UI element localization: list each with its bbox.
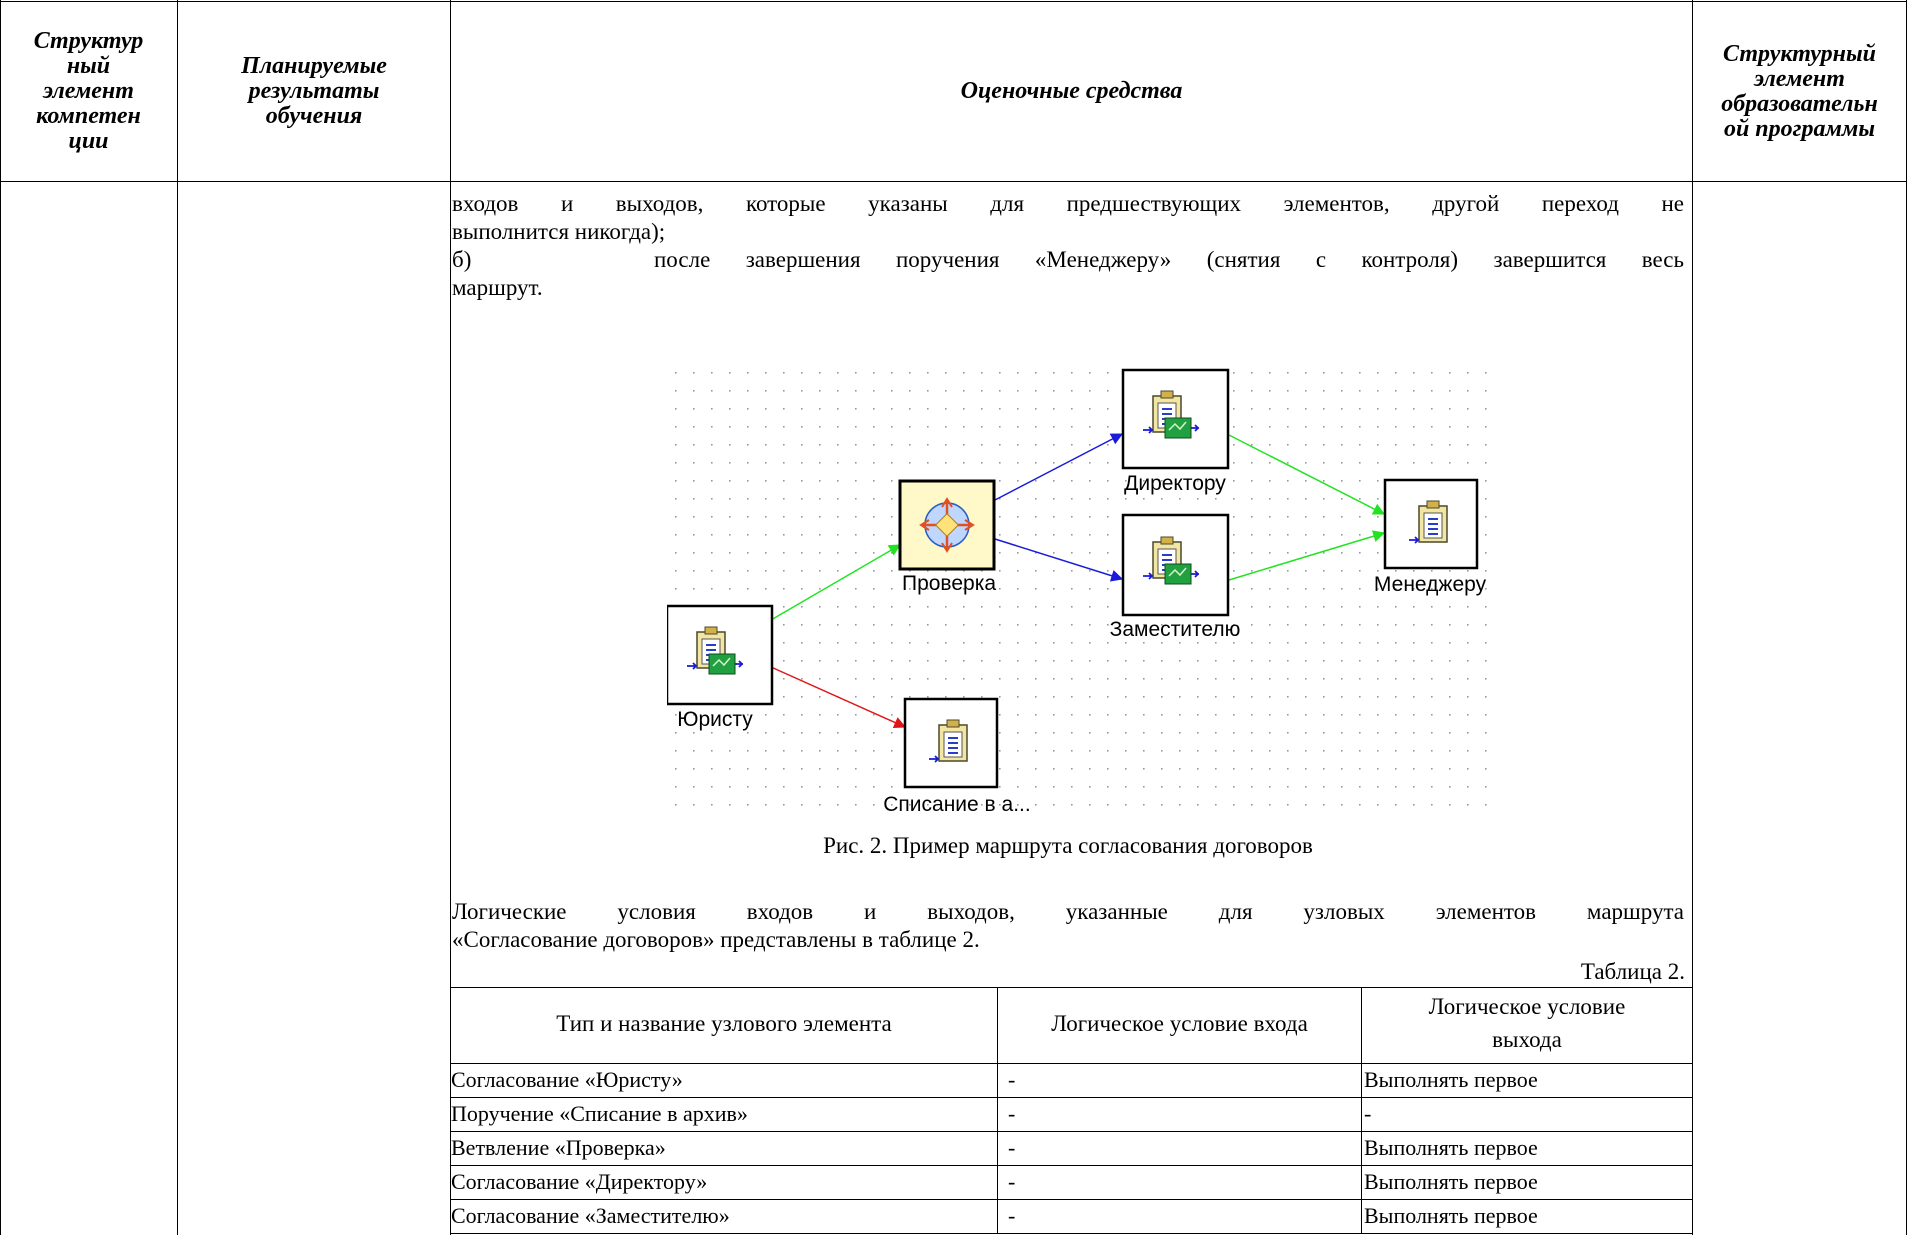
paragraph-item-b: б) после завершения поручения «Менеджеру… — [452, 247, 1684, 300]
node-label-deputy: Заместителю — [1110, 618, 1241, 641]
table-bottom — [450, 1233, 1693, 1234]
border-left — [0, 0, 1, 1235]
border-col3 — [1692, 0, 1693, 1235]
table-cell: Согласование «Заместителю» — [451, 1203, 730, 1228]
table-header-bottom — [450, 1063, 1693, 1064]
header-structural-element-competence: Структур ный элемент компетен ции — [33, 28, 144, 154]
node-deputy[interactable]: Заместителю — [1110, 513, 1241, 641]
table-cell: Выполнять первое — [1364, 1067, 1538, 1092]
header-structural-element-program: Структурный элемент образовательн ой про… — [1721, 40, 1878, 142]
paragraph-inputs-outputs: входов и выходов, которые указаны для пр… — [452, 191, 1684, 244]
node-label-lawyer: Юристу — [677, 708, 753, 731]
node-archive[interactable]: Списание в а... — [883, 697, 1031, 816]
diagram-nodes: Директору Менеджеру Проверка Заместителю… — [667, 364, 1500, 816]
border-col1 — [177, 0, 178, 1235]
paragraph-logical-conditions: Логические условия входов и выходов, ука… — [452, 899, 1684, 952]
table-cell: - — [1008, 1203, 1016, 1228]
table-cell: - — [1008, 1169, 1016, 1194]
table-cell: Поручение «Списание в архив» — [451, 1101, 748, 1126]
header-bottom — [0, 181, 1907, 182]
table-header-node-type: Тип и название узлового элемента — [556, 1011, 892, 1036]
figure-caption: Рис. 2. Пример маршрута согласования дог… — [823, 833, 1313, 858]
edge-check-director — [994, 433, 1124, 501]
edge-director-manager — [1228, 434, 1386, 515]
table-row-line — [450, 1199, 1693, 1200]
table-row-line — [450, 1097, 1693, 1098]
node-director[interactable]: Директору — [1121, 368, 1230, 495]
table-cell: Выполнять первое — [1364, 1135, 1538, 1160]
table-cell: - — [1008, 1135, 1016, 1160]
table-header-output-condition: Логическое условие выхода — [1428, 994, 1626, 1052]
node-label-archive: Списание в а... — [883, 793, 1030, 816]
table-col-divider — [1361, 987, 1362, 1233]
node-label-director: Директору — [1124, 472, 1226, 495]
table-row-line — [450, 1131, 1693, 1132]
table-cell: Ветвление «Проверка» — [451, 1135, 666, 1160]
table-cell: - — [1008, 1101, 1016, 1126]
border-top — [0, 1, 1907, 2]
node-label-check: Проверка — [902, 572, 996, 595]
border-right — [1906, 0, 1907, 1235]
table-header-input-condition: Логическое условие входа — [1051, 1011, 1308, 1036]
table-cell: Выполнять первое — [1364, 1203, 1538, 1228]
node-lawyer[interactable]: Юристу — [667, 604, 774, 731]
table-col-divider — [997, 987, 998, 1233]
table-cell: - — [1008, 1067, 1016, 1092]
node-label-manager: Менеджеру — [1374, 573, 1487, 596]
table-label: Таблица 2. — [1580, 959, 1685, 984]
table-row-line — [450, 1165, 1693, 1166]
edge-lawyer-check — [770, 544, 902, 621]
list-marker: б) — [452, 247, 472, 272]
table-top — [450, 987, 1693, 988]
table-cell: - — [1364, 1101, 1372, 1126]
edge-deputy-manager — [1228, 530, 1386, 581]
node-check[interactable]: Проверка — [898, 479, 996, 595]
table-cell: Выполнять первое — [1364, 1169, 1538, 1194]
edge-check-deputy — [994, 538, 1124, 582]
border-col2 — [450, 0, 451, 1235]
table-cell: Согласование «Директору» — [451, 1169, 708, 1194]
header-planned-results: Планируемые результаты обучения — [241, 53, 387, 129]
table-cell: Согласование «Юристу» — [451, 1067, 683, 1092]
edge-lawyer-archive — [770, 666, 907, 729]
header-assessment-tools: Оценочные средства — [960, 78, 1183, 104]
node-manager[interactable]: Менеджеру — [1374, 478, 1487, 596]
